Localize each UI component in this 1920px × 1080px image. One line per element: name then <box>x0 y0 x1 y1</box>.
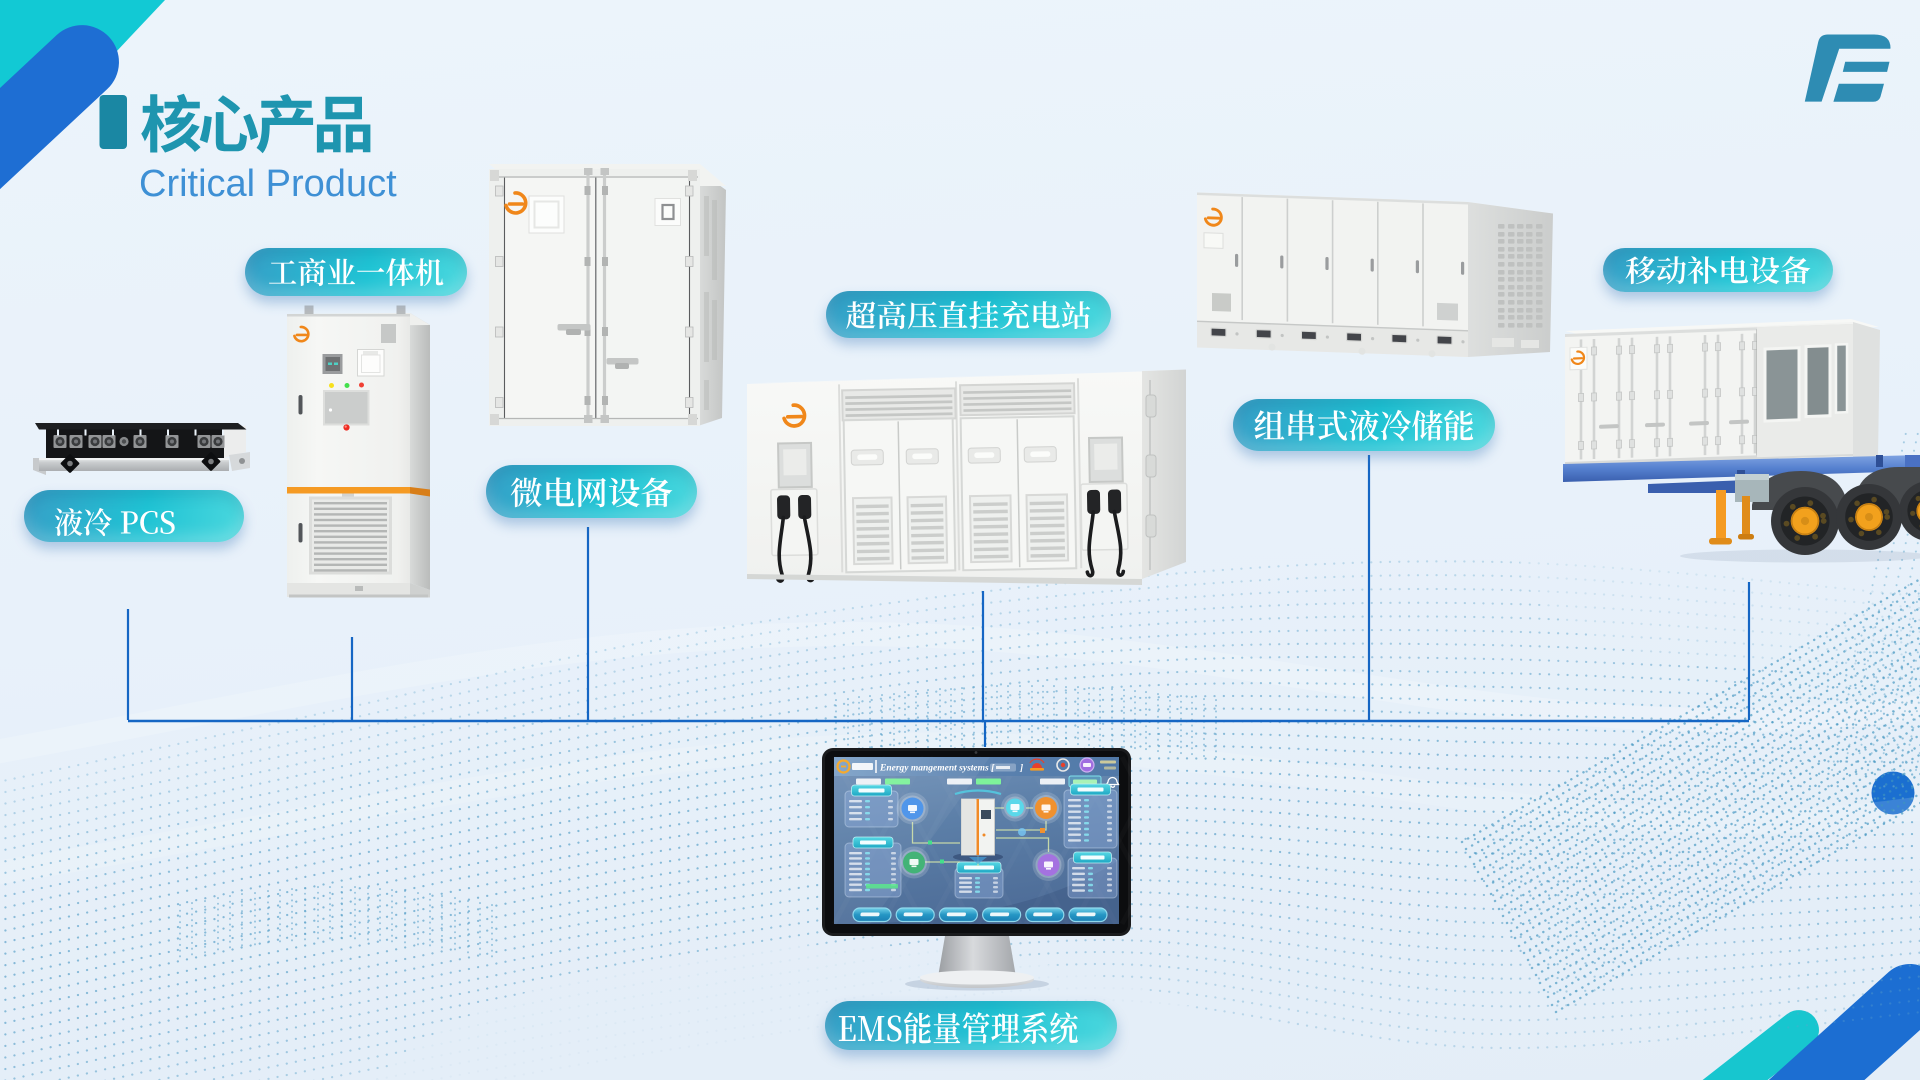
svg-text:]: ] <box>1019 764 1023 774</box>
svg-text:Energy mangement systems [: Energy mangement systems [ <box>879 764 995 774</box>
